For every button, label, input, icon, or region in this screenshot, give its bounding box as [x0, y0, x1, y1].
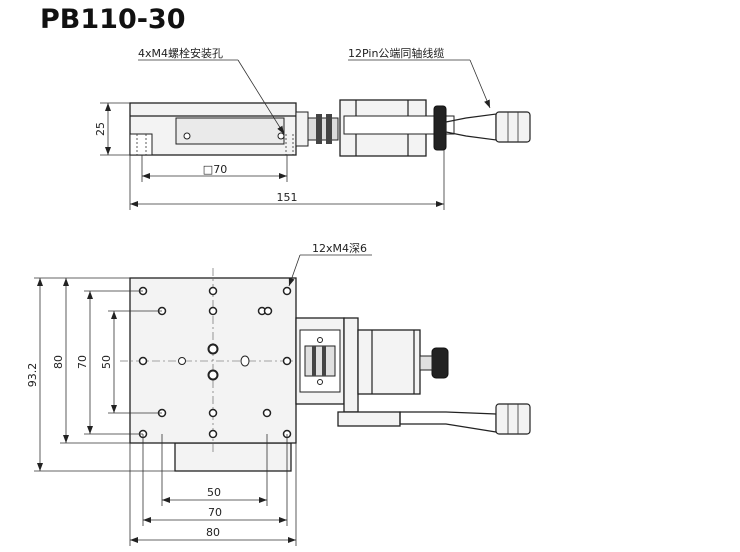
side-view: 25 □70 151 4xM4螺栓安装孔 12Pin公端同轴线缆: [94, 46, 531, 210]
product-title: PB110-30: [40, 4, 186, 35]
motor-top: [357, 329, 421, 395]
base-plate: [174, 442, 292, 472]
dim-width-50: 50: [207, 486, 221, 499]
cable-connector-top: [495, 403, 531, 435]
knob-side: [433, 105, 447, 151]
dim-width-70: 70: [208, 506, 222, 519]
callout-tapped-holes: 12xM4深6: [312, 242, 367, 255]
corner-holes: [138, 286, 292, 439]
dim-height-70: 70: [76, 355, 89, 369]
dim-height-93-2: 93.2: [26, 363, 39, 388]
cable-connector-side: [495, 111, 531, 143]
dim-height-80: 80: [52, 355, 65, 369]
top-view: 93.2 80 70 50 50 70 80 12xM4深6: [26, 242, 531, 546]
knob-top: [431, 347, 449, 379]
callout-cable: 12Pin公端同轴线缆: [348, 46, 444, 60]
dim-length-151: 151: [277, 191, 298, 204]
dim-width-80: 80: [206, 526, 220, 539]
callout-mount-holes: 4xM4螺栓安装孔: [138, 46, 223, 60]
dim-height-25: 25: [94, 122, 107, 136]
dim-height-50: 50: [100, 355, 113, 369]
dim-square-70: □70: [203, 163, 227, 176]
tapped-holes: [138, 286, 292, 439]
